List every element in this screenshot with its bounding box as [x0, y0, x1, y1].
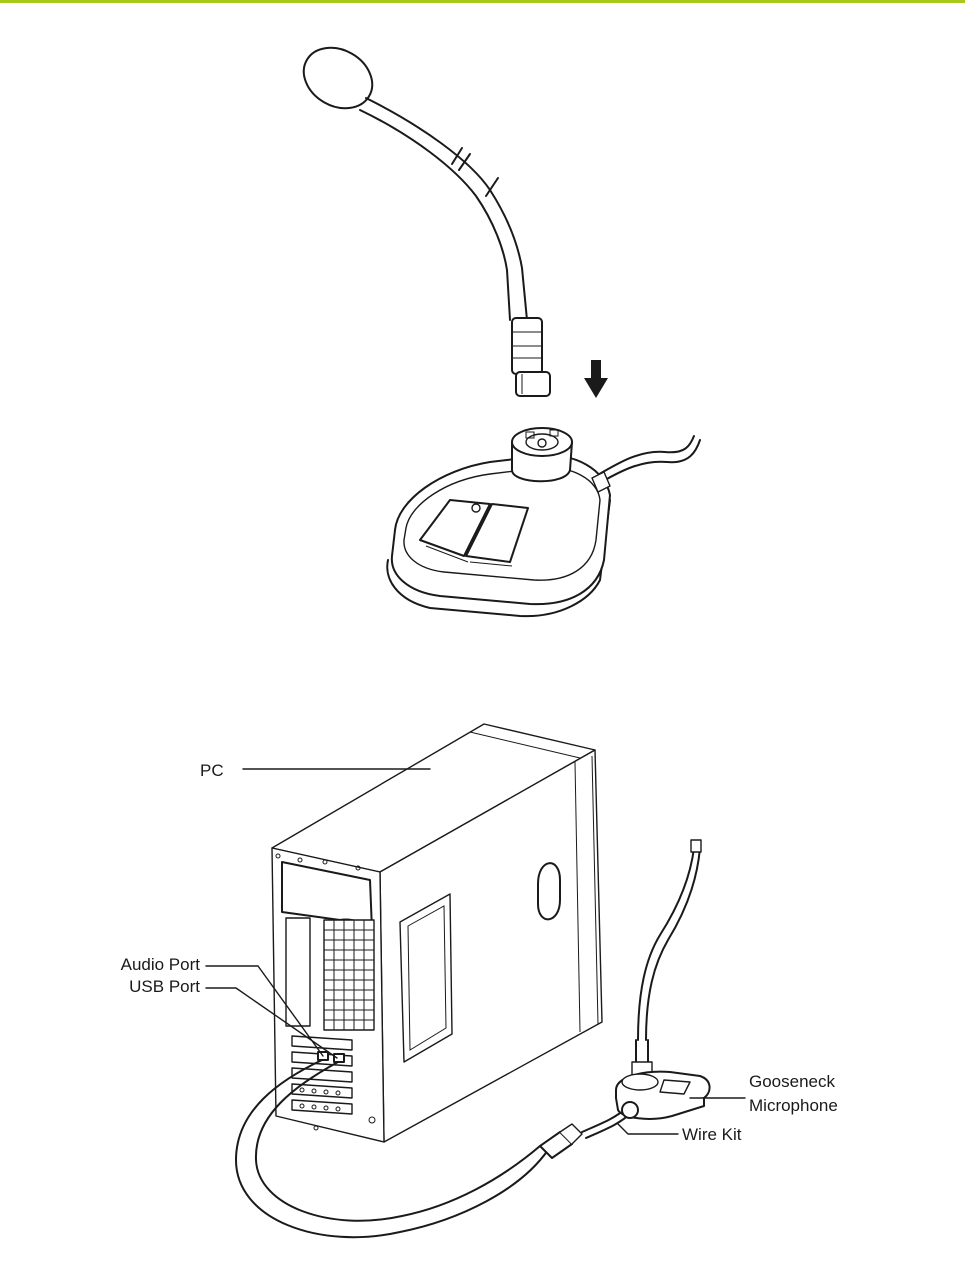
gooseneck-microphone-assembled — [616, 840, 710, 1119]
vent-grille — [324, 920, 374, 1030]
microphone-base-top — [387, 428, 700, 616]
pc-tower — [272, 724, 602, 1142]
down-arrow-icon — [584, 360, 608, 398]
label-audio-port: Audio Port — [121, 955, 201, 974]
label-microphone: Microphone — [749, 1096, 838, 1115]
label-gooseneck: Gooseneck — [749, 1072, 835, 1091]
gooseneck-microphone-detached — [293, 36, 550, 396]
label-usb-port: USB Port — [129, 977, 200, 996]
label-pc: PC — [200, 761, 224, 780]
label-wire-kit: Wire Kit — [682, 1125, 742, 1144]
